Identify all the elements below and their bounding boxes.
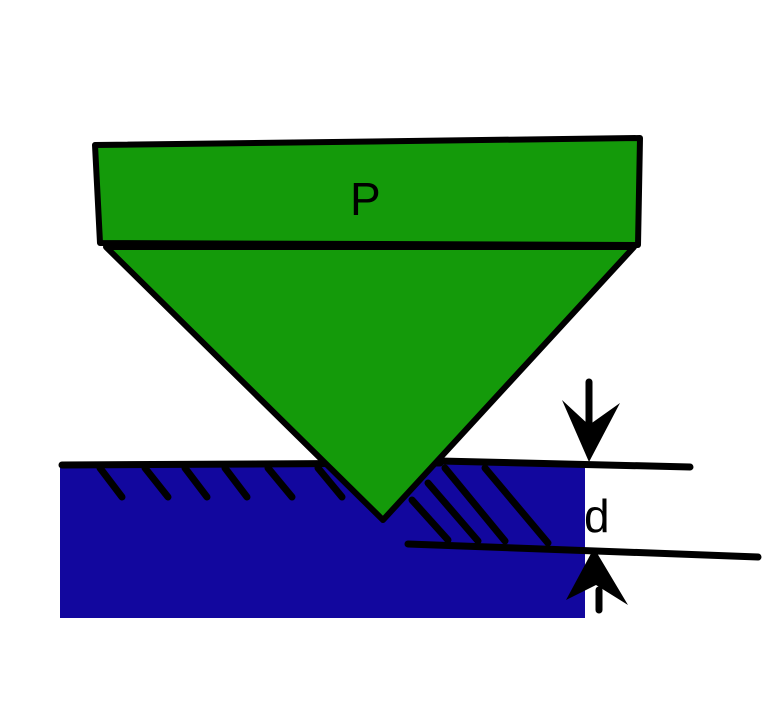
- indenter-base: [92, 135, 643, 248]
- indenter-tip: [103, 244, 637, 523]
- load-label: P: [350, 173, 381, 225]
- depth-dimension: [404, 378, 762, 614]
- arrow-down-icon: [562, 400, 620, 462]
- arrow-up-icon: [566, 548, 628, 605]
- specimen-block: [60, 463, 585, 618]
- depth-label: d: [584, 490, 610, 542]
